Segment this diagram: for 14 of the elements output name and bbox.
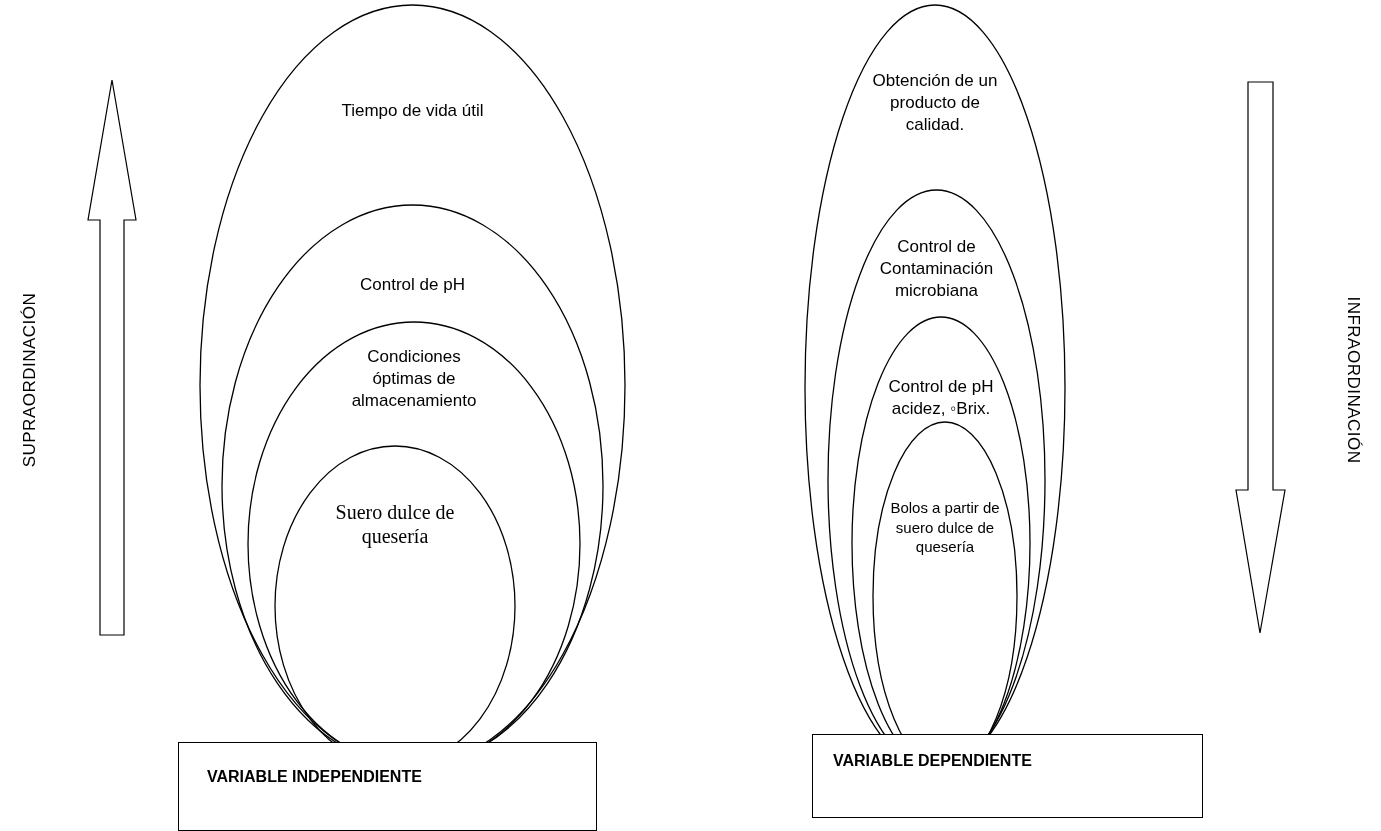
oval-label: Control de pH acidez, ◦Brix. (887, 376, 995, 421)
oval-label: Bolos a partir de suero dulce de quesería (889, 498, 1001, 557)
oval-label: Obtención de un producto de calidad. (871, 70, 999, 137)
oval-label: Tiempo de vida útil (340, 100, 485, 122)
oval-label: Control de pH (359, 274, 466, 296)
vertical-label: INFRAORDINACIÓN (1342, 296, 1363, 464)
oval-label: Control de Contaminación microbiana (878, 236, 995, 303)
oval-label: Suero dulce de quesería (334, 500, 456, 548)
box-label: VARIABLE INDEPENDIENTE (207, 768, 422, 786)
variable-box (178, 742, 597, 831)
variable-box (812, 734, 1203, 818)
vertical-label: SUPRAORDINACIÓN (19, 292, 40, 468)
oval-label: Condiciones óptimas de almacenamiento (350, 346, 478, 413)
box-label: VARIABLE DEPENDIENTE (833, 752, 1032, 770)
